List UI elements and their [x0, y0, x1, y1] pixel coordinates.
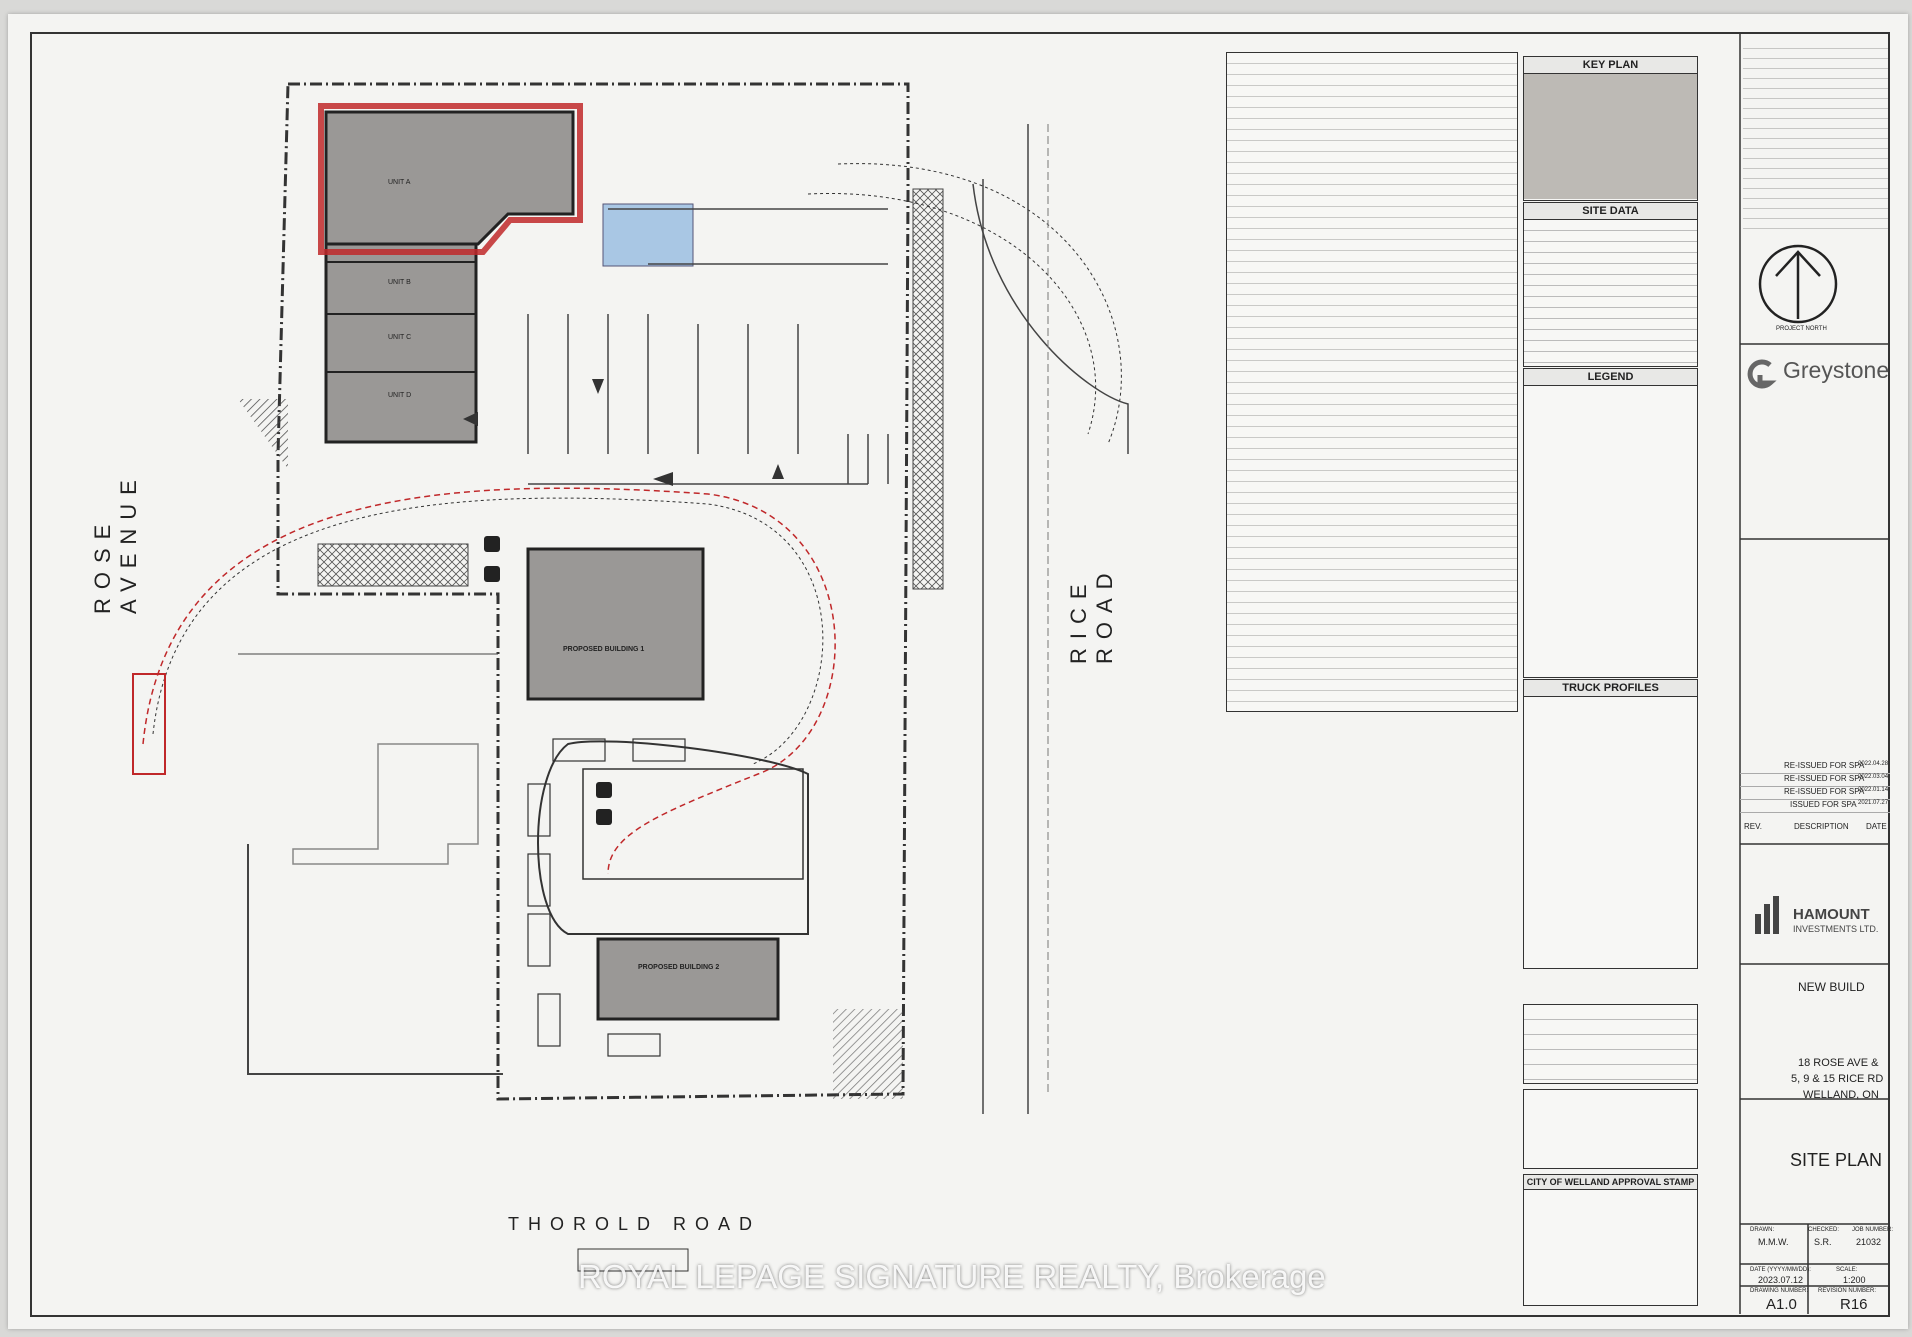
north-arrow	[1758, 244, 1838, 324]
review-table	[1523, 1004, 1698, 1084]
general-notes	[1743, 39, 1888, 234]
project-name: NEW BUILD	[1798, 980, 1865, 994]
garbage-bins	[484, 536, 612, 825]
sheet-border	[30, 32, 1890, 1317]
approval-stamp-panel: CITY OF WELLAND APPROVAL STAMP	[1523, 1174, 1698, 1306]
unit-a-block	[324, 110, 575, 246]
key-plan-title: KEY PLAN	[1524, 57, 1697, 74]
drawing-number: A1.0	[1766, 1296, 1797, 1313]
hatched-strip-top	[317, 543, 469, 587]
property-line	[276, 82, 910, 1101]
description-header: DESCRIPTION	[1794, 822, 1849, 831]
drawing-title: SITE PLAN	[1790, 1150, 1883, 1170]
scale-label: SCALE:	[1836, 1267, 1858, 1273]
key-plan-map	[1524, 74, 1697, 199]
project-north-label: PROJECT NORTH	[1776, 326, 1827, 332]
date-value: 2023.07.12	[1758, 1275, 1804, 1285]
address-line-2: 5, 9 & 15 RICE RD	[1791, 1073, 1884, 1085]
zoning-table	[1226, 52, 1518, 712]
drawn-value: M.M.W.	[1758, 1237, 1789, 1247]
street-label-thorold: THOROLD ROAD	[508, 1214, 762, 1234]
legend-panel: LEGEND	[1523, 368, 1698, 678]
truck-outline	[132, 673, 166, 775]
agreement-box	[1523, 1089, 1698, 1169]
truck-profiles-panel: TRUCK PROFILES	[1523, 679, 1698, 969]
scale-value: 1:200	[1843, 1275, 1866, 1285]
drawing-sheet: ROSE AVENUE RICE ROAD THOROLD ROAD UNIT …	[8, 14, 1908, 1329]
hatched-strip-rice	[912, 188, 944, 590]
unit-b-label: UNIT B	[388, 279, 411, 286]
revision-number-label: REVISION NUMBER:	[1818, 1288, 1877, 1294]
building-1-label: PROPOSED BUILDING 1	[563, 646, 645, 653]
date-header: DATE	[1866, 822, 1887, 831]
job-value: 21032	[1856, 1237, 1882, 1247]
proposed-building-2	[596, 937, 780, 1021]
parking-stalls	[527, 208, 889, 485]
address-line-3: WELLAND, ON	[1803, 1089, 1879, 1101]
client-name: HAMOUNT	[1793, 906, 1870, 923]
hamount-logo-mark	[1755, 896, 1779, 934]
unit-c-label: UNIT C	[388, 334, 412, 341]
address-line-1: 18 ROSE AVE &	[1798, 1057, 1879, 1069]
firm-name: Greystone	[1783, 357, 1890, 383]
approval-stamp-title: CITY OF WELLAND APPROVAL STAMP	[1524, 1175, 1697, 1190]
unit-a-label: UNIT A	[388, 179, 411, 186]
legend-title: LEGEND	[1524, 369, 1697, 386]
client-subtitle: INVESTMENTS LTD.	[1793, 924, 1879, 934]
revision-number: R16	[1840, 1296, 1868, 1313]
blue-area	[602, 203, 694, 267]
checked-value: S.R.	[1814, 1237, 1832, 1247]
site-data-panel: SITE DATA	[1523, 202, 1698, 367]
site-plan-drawing	[132, 34, 1890, 1314]
brokerage-watermark: ROYAL LEPAGE SIGNATURE REALTY, Brokerage	[578, 1258, 1326, 1295]
drawn-label: DRAWN:	[1750, 1227, 1775, 1233]
building-2-label: PROPOSED BUILDING 2	[638, 964, 720, 971]
date-label: DATE (YYYY/MM/DD):	[1750, 1267, 1811, 1273]
unit-a-highlight	[318, 103, 583, 255]
fire-route	[142, 487, 836, 875]
proposed-building-1	[526, 547, 705, 701]
street-label-rose: ROSE AVENUE	[90, 471, 141, 614]
key-plan-panel: KEY PLAN	[1523, 56, 1698, 201]
truck-profiles-title: TRUCK PROFILES	[1524, 680, 1697, 697]
street-label-rice: RICE ROAD	[1066, 564, 1117, 664]
greystone-logo-mark	[1747, 359, 1777, 389]
job-label: JOB NUMBER:	[1852, 1227, 1894, 1233]
unit-d-label: UNIT D	[388, 392, 412, 399]
drawing-number-label: DRAWING NUMBER:	[1750, 1288, 1809, 1294]
rev-header: REV.	[1744, 822, 1762, 831]
site-data-title: SITE DATA	[1524, 203, 1697, 220]
checked-label: CHECKED:	[1808, 1227, 1840, 1233]
